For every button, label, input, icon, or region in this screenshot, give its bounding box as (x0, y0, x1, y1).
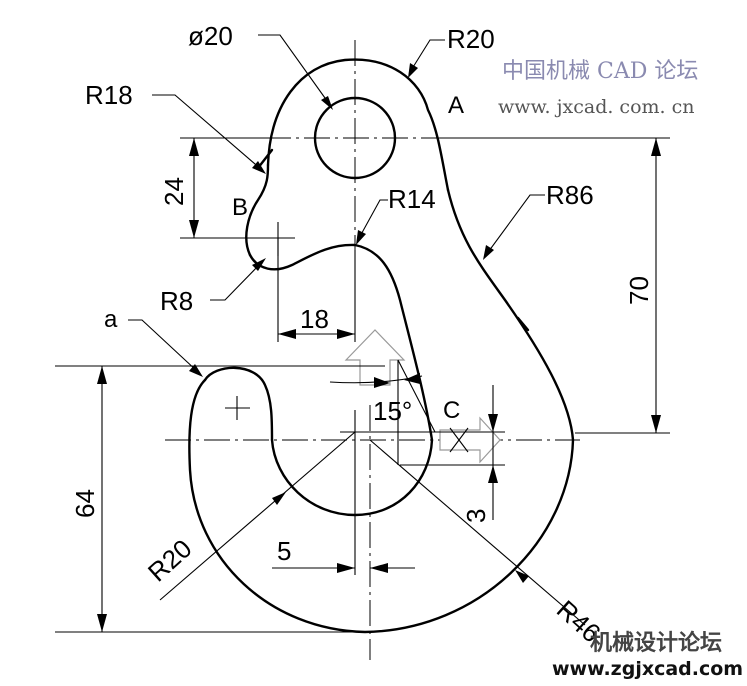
arrow-64-top (97, 366, 107, 384)
ucs-arrow-up (344, 329, 406, 386)
point-labels: A B C a (104, 92, 464, 424)
dim-70: 70 (624, 276, 654, 305)
dim-r20-top: R20 (447, 24, 495, 54)
hook-top-arc-r20 (266, 58, 450, 192)
dim-r86: R86 (546, 180, 594, 210)
leader-r8-arrow (252, 258, 266, 271)
dimension-lines (55, 34, 670, 633)
point-label-b: B (232, 194, 248, 221)
hook-inner-arc-r14 (248, 243, 357, 271)
dim-angle15: 15° (373, 396, 412, 426)
leader-r14 (357, 199, 388, 241)
leader-r46-arrow (515, 570, 529, 583)
watermark-bottom-cn: 机械设计论坛 (590, 630, 722, 656)
arrow-70-top (651, 138, 661, 156)
leader-r8 (210, 261, 263, 301)
hook-outer-arc-r46 (188, 378, 575, 634)
arrow-5-left (337, 563, 355, 573)
hole-d20 (313, 96, 397, 180)
ucs-arrow-right (439, 416, 501, 464)
point-label-a-upper: A (448, 92, 464, 119)
arrow-5-right (370, 563, 388, 573)
hook-tip-a (203, 366, 274, 442)
hook-r8-r18-blend (245, 163, 270, 257)
leader-r20-bottom (159, 431, 356, 601)
dim-18: 18 (300, 304, 329, 334)
dim-5: 5 (277, 536, 291, 566)
arrow-70-bottom (651, 415, 661, 433)
dim-r20-bottom: R20 (142, 533, 198, 587)
leader-r46 (369, 439, 586, 626)
point-label-c: C (443, 397, 460, 424)
leader-d20-arrow (321, 96, 333, 110)
dim-24: 24 (159, 177, 189, 206)
arrow-64-bottom (97, 614, 107, 632)
watermarks: 中国机械 CAD 论坛 www. jxcad. com. cn 机械设计论坛 w… (498, 59, 743, 680)
dim-r18: R18 (85, 80, 133, 110)
arrow-3-bottom (488, 465, 498, 483)
dim-r14: R14 (388, 184, 436, 214)
arrow-18-right (337, 329, 355, 339)
arrow-18-left (278, 329, 296, 339)
watermark-top-cn: 中国机械 CAD 论坛 (502, 59, 698, 84)
leader-a (128, 319, 199, 373)
dim-64: 64 (70, 489, 100, 518)
leader-r20-arrow (408, 63, 418, 78)
leader-a-arrow (189, 364, 203, 377)
leader-r18-arrow (252, 161, 266, 174)
watermark-bottom-url: www.zgjxcad.com (552, 658, 743, 680)
hook-inner-right-line (353, 243, 434, 442)
dim-r8: R8 (160, 286, 193, 316)
watermark-top-url: www. jxcad. com. cn (498, 96, 695, 118)
arrow-24-top (189, 138, 199, 156)
leader-r20-top (409, 39, 445, 73)
dim-3: 3 (461, 509, 491, 523)
angle-15-ray-2 (397, 359, 436, 433)
dimension-texts: ø20 R20 R18 24 R14 R86 70 R8 18 15° 3 64… (70, 21, 654, 648)
arrow-24-bottom (189, 220, 199, 238)
hook-inner-arc-r20 (270, 438, 434, 517)
leader-r86-arrow (483, 245, 494, 260)
hook-right-arc-r86 (446, 188, 575, 442)
leader-r20-bottom-arrow (272, 492, 286, 505)
point-label-a-lower: a (104, 306, 118, 333)
angle-15-arrow-left (374, 377, 390, 388)
dim-d20: ø20 (188, 21, 233, 51)
leader-r14-arrow (356, 230, 366, 245)
leader-d20 (258, 34, 331, 106)
arrow-3-top (488, 414, 498, 432)
angle-15-arrow-right (404, 373, 420, 384)
ucs-icon-ghost (344, 329, 501, 464)
notch-r86 (516, 316, 530, 332)
leader-r18 (152, 94, 263, 171)
leader-r86 (485, 194, 545, 256)
